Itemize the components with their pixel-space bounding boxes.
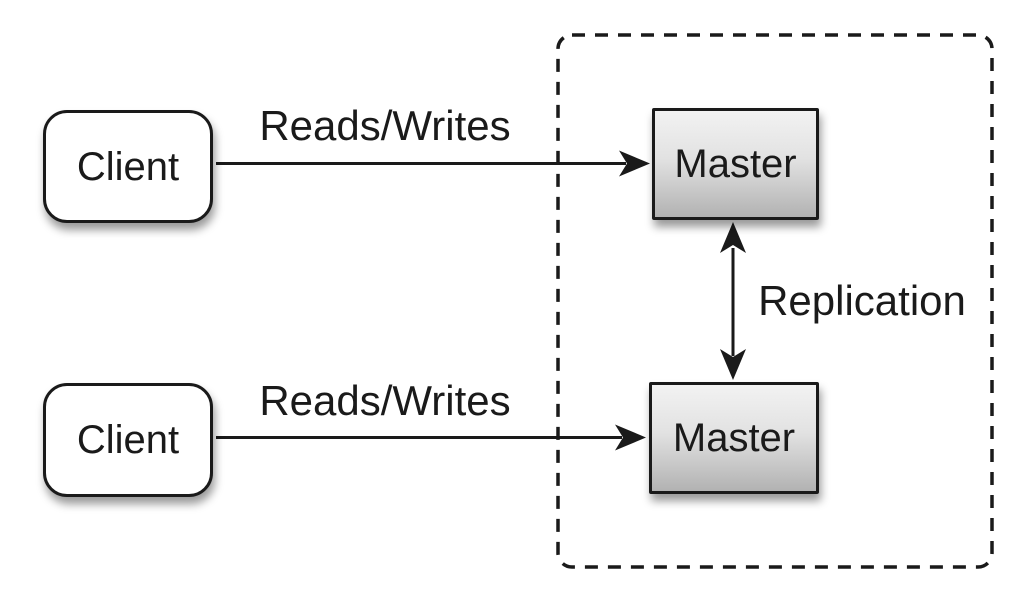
top-reads-writes-arrow (216, 150, 650, 177)
master-node-top: Master (652, 108, 819, 220)
client-node-bottom: Client (43, 383, 213, 497)
replication-group-dashed-border (556, 33, 994, 569)
edge-label-reads-writes-bottom: Reads/Writes (259, 377, 511, 424)
replication-down-arrowhead-icon (720, 349, 746, 380)
client-node-top: Client (43, 110, 213, 223)
client-node-bottom-label: Client (76, 418, 180, 462)
master-node-bottom: Master (649, 382, 819, 494)
master-node-top-label: Master (674, 142, 797, 186)
bottom-reads-writes-arrow (216, 424, 646, 451)
replication-double-arrow (720, 222, 746, 380)
client-node-top-label: Client (76, 144, 180, 189)
master-node-bottom-label: Master (672, 416, 796, 460)
bottom-arrowhead-icon (615, 424, 646, 451)
edge-label-reads-writes-top: Reads/Writes (259, 102, 511, 149)
top-arrowhead-icon (619, 150, 650, 177)
replication-up-arrowhead-icon (720, 222, 746, 253)
edge-label-replication: Replication (758, 277, 966, 324)
